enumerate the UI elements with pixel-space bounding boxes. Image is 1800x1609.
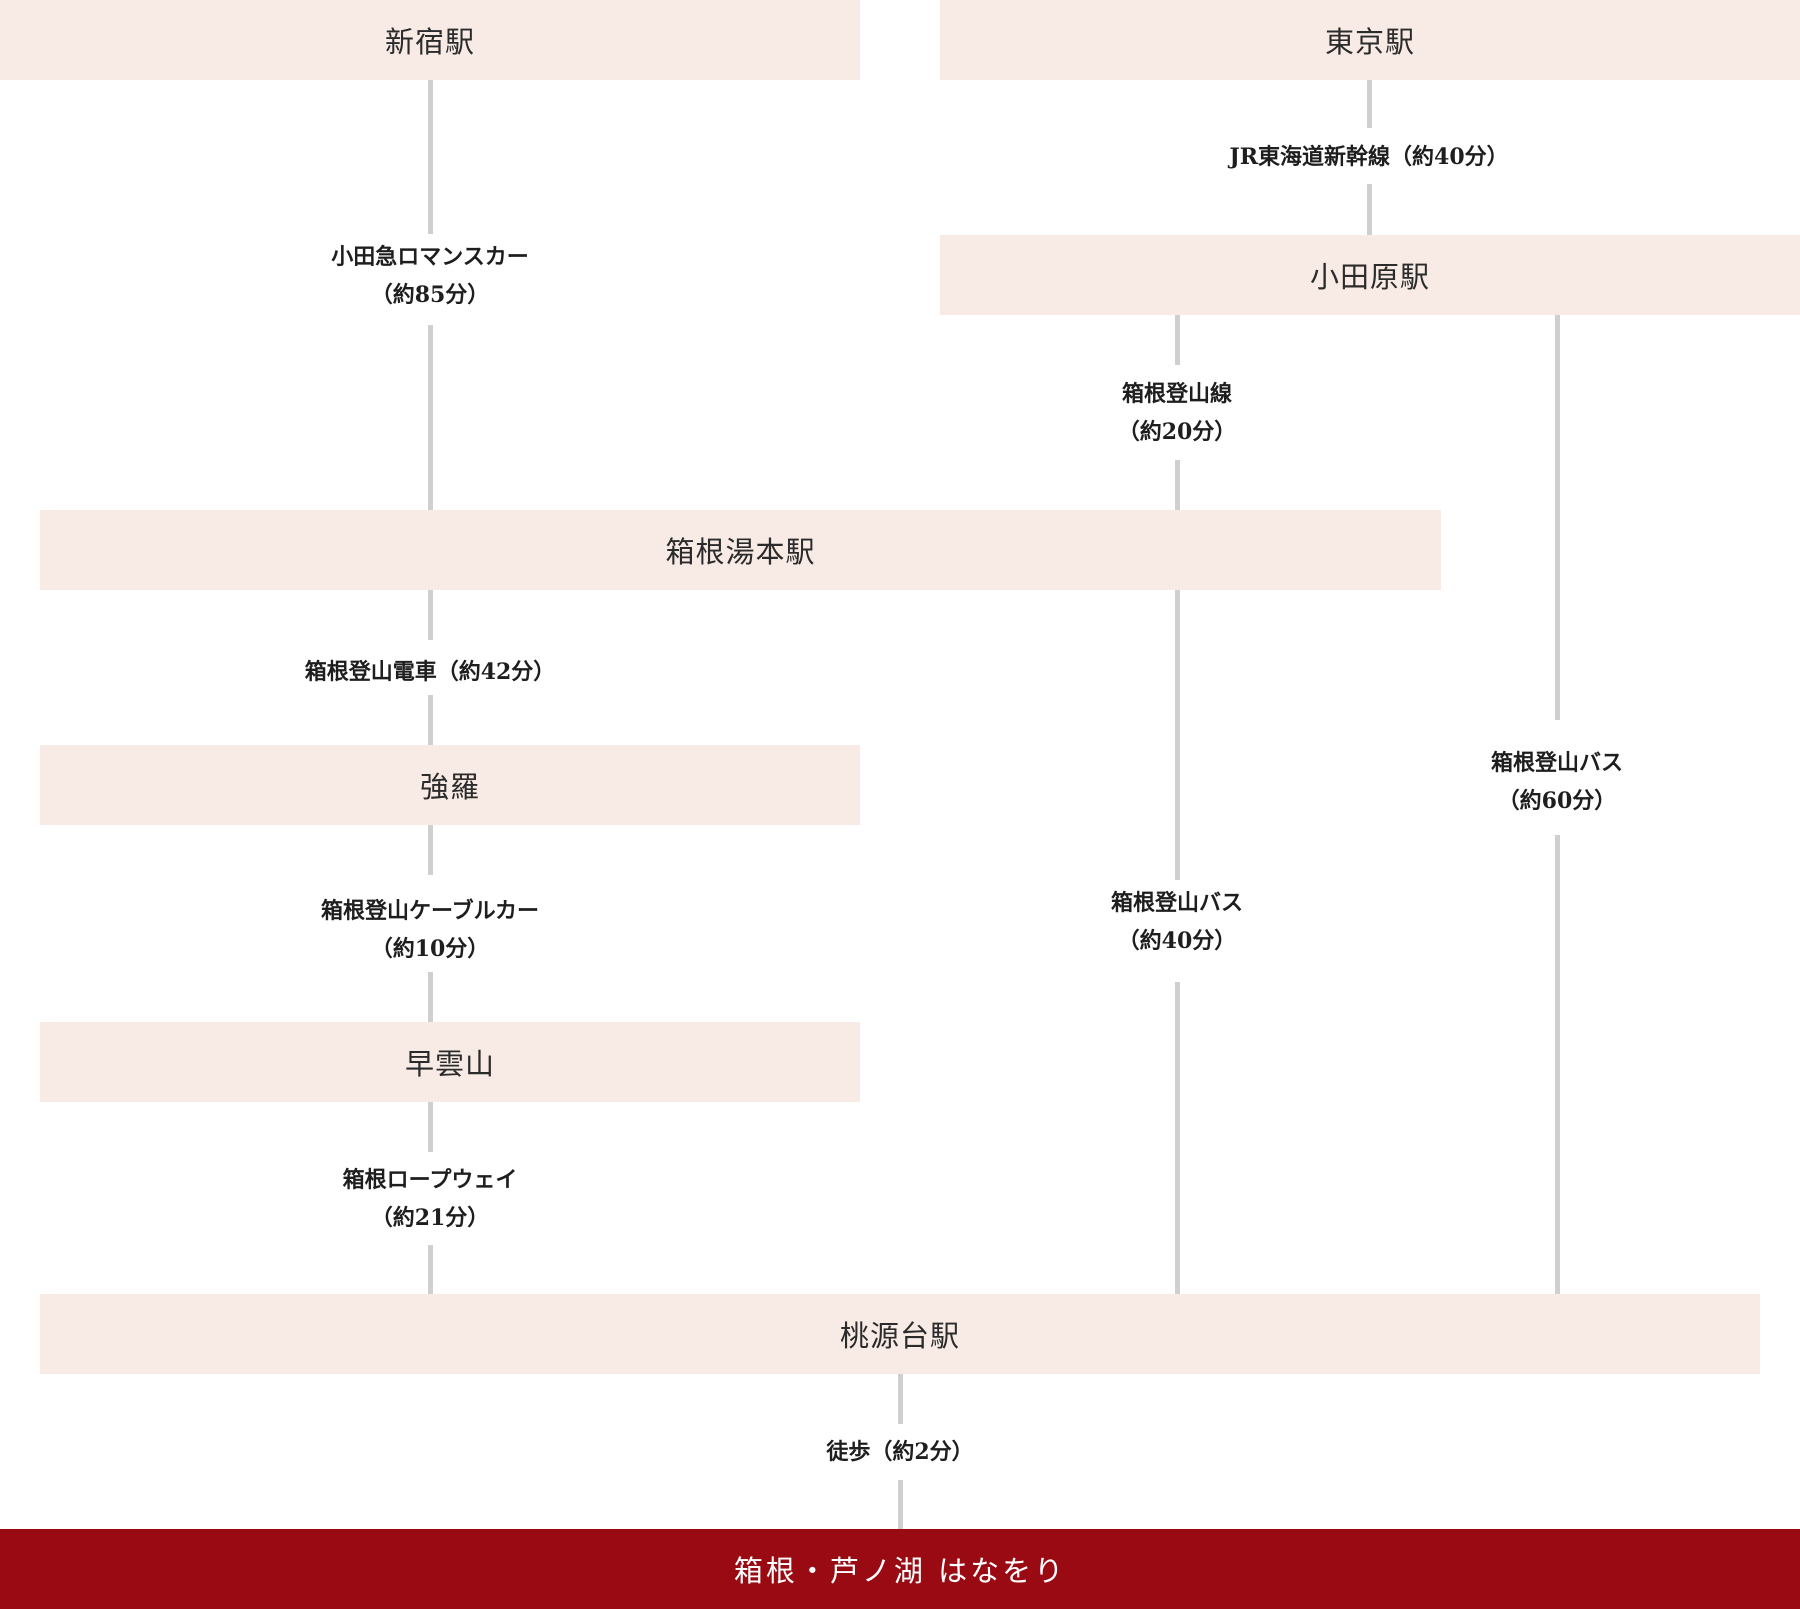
route-name: 徒歩（約2分） bbox=[826, 1439, 974, 1465]
route-duration: （約85分） bbox=[370, 282, 490, 308]
connector-line bbox=[1367, 184, 1372, 235]
route-name: 箱根登山線 bbox=[1121, 381, 1232, 407]
destination-hotel: 箱根・芦ノ湖 はなをり bbox=[0, 1529, 1800, 1609]
connector-line bbox=[1175, 982, 1180, 1294]
connector-line bbox=[428, 590, 433, 640]
connector-line bbox=[1555, 835, 1560, 1294]
route-label-odakyu-romancecar: 小田急ロマンスカー （約85分） bbox=[331, 238, 529, 314]
route-label-hakone-tozan-cable-car: 箱根登山ケーブルカー （約10分） bbox=[321, 892, 539, 968]
route-name: 箱根登山バス bbox=[1110, 890, 1244, 916]
route-label-hakone-tozan-train: 箱根登山電車（約42分） bbox=[305, 653, 556, 691]
route-duration: （約40分） bbox=[1117, 928, 1237, 954]
station-sounzan: 早雲山 bbox=[40, 1022, 860, 1102]
connector-line bbox=[428, 972, 433, 1022]
route-name: 小田急ロマンスカー bbox=[331, 244, 529, 270]
station-shinjuku: 新宿駅 bbox=[0, 0, 860, 80]
station-label: 新宿駅 bbox=[384, 25, 475, 59]
connector-line bbox=[1367, 80, 1372, 128]
connector-line bbox=[428, 695, 433, 745]
route-duration: （約60分） bbox=[1497, 788, 1617, 814]
route-label-jr-tokaido-shinkansen: JR東海道新幹線（約40分） bbox=[1229, 138, 1508, 176]
route-duration: （約21分） bbox=[370, 1205, 490, 1231]
route-name: 箱根登山電車（約42分） bbox=[304, 659, 556, 685]
route-name: 箱根登山ケーブルカー bbox=[320, 898, 540, 924]
route-label-hakone-tozan-line: 箱根登山線 （約20分） bbox=[1118, 375, 1237, 451]
route-name: 箱根ロープウェイ bbox=[342, 1167, 518, 1193]
route-duration: （約10分） bbox=[370, 936, 490, 962]
station-label: 早雲山 bbox=[404, 1047, 495, 1081]
station-gora: 強羅 bbox=[40, 745, 860, 825]
connector-line bbox=[898, 1480, 903, 1529]
connector-line bbox=[898, 1374, 903, 1424]
route-name: 箱根登山バス bbox=[1490, 750, 1624, 776]
route-label-hakone-tozan-bus-60: 箱根登山バス （約60分） bbox=[1491, 744, 1623, 820]
station-odawara: 小田原駅 bbox=[940, 235, 1800, 315]
station-label: 東京駅 bbox=[1324, 25, 1415, 59]
route-label-hakone-ropeway: 箱根ロープウェイ （約21分） bbox=[343, 1161, 518, 1237]
station-togendai: 桃源台駅 bbox=[40, 1294, 1760, 1374]
connector-line bbox=[1555, 315, 1560, 720]
route-duration: （約20分） bbox=[1117, 419, 1237, 445]
station-label: 桃源台駅 bbox=[839, 1319, 960, 1353]
destination-label: 箱根・芦ノ湖 はなをり bbox=[733, 1554, 1067, 1588]
station-label: 強羅 bbox=[419, 770, 480, 804]
connector-line bbox=[428, 1102, 433, 1152]
connector-line bbox=[428, 1245, 433, 1294]
connector-line bbox=[428, 80, 433, 234]
connector-line bbox=[428, 325, 433, 510]
connector-line bbox=[1175, 460, 1180, 510]
station-label: 小田原駅 bbox=[1309, 260, 1430, 294]
connector-line bbox=[1175, 590, 1180, 880]
station-label: 箱根湯本駅 bbox=[665, 535, 816, 569]
route-name: JR東海道新幹線（約40分） bbox=[1229, 144, 1509, 170]
connector-line bbox=[1175, 315, 1180, 365]
route-label-hakone-tozan-bus-40: 箱根登山バス （約40分） bbox=[1111, 884, 1243, 960]
station-tokyo: 東京駅 bbox=[940, 0, 1800, 80]
route-label-walk: 徒歩（約2分） bbox=[826, 1433, 973, 1471]
connector-line bbox=[428, 825, 433, 875]
station-hakone-yumoto: 箱根湯本駅 bbox=[40, 510, 1441, 590]
